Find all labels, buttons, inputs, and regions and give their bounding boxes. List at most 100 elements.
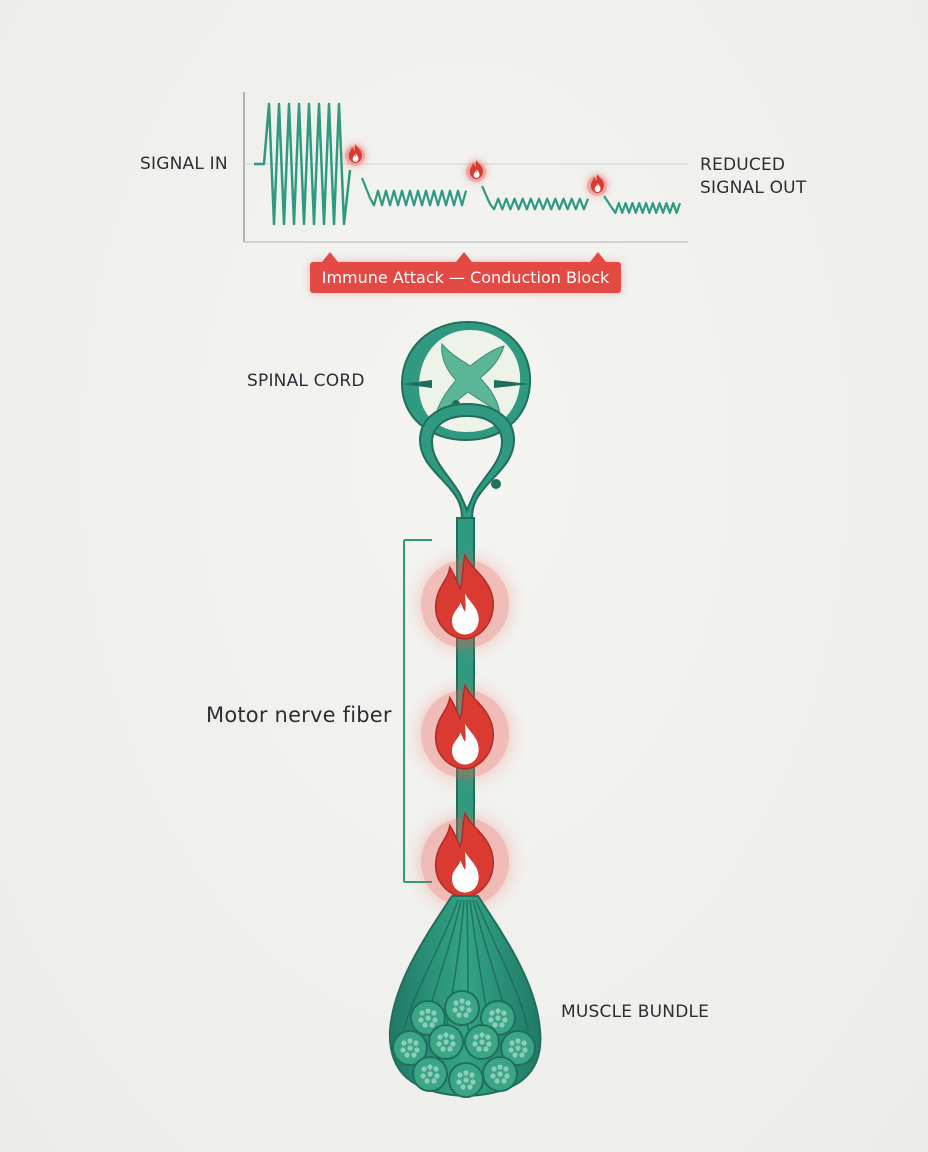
muscle-fiber-dot — [411, 1052, 417, 1058]
muscle-fiber-dot — [473, 1034, 479, 1040]
muscle-fiber-dot — [431, 1010, 437, 1016]
muscle-fiber-dot — [419, 1010, 425, 1016]
muscle-fiber-dot — [466, 1007, 472, 1013]
muscle-fiber-dot — [420, 1073, 426, 1079]
muscle-fiber-dot — [452, 1007, 458, 1013]
spinal-cord-fissure — [402, 380, 432, 388]
muscle-fiber-dot — [418, 1017, 424, 1023]
signal-input-waveform — [254, 102, 352, 226]
muscle-fiber-dot — [494, 1078, 500, 1084]
muscle-fiber-dot — [502, 1017, 508, 1023]
muscle-fascicles — [392, 990, 536, 1098]
muscle-fiber-dot — [437, 1034, 443, 1040]
muscle-fiber-dot — [443, 1039, 449, 1045]
muscle-fiber-dot — [456, 1079, 462, 1085]
muscle-fiber-dot — [413, 1040, 419, 1046]
signal-reduced-segment-1 — [360, 177, 468, 207]
muscle-fiber-dot — [456, 1012, 462, 1018]
muscle-fiber-dot — [509, 1040, 515, 1046]
muscle-fiber-dot — [486, 1041, 492, 1047]
muscle-fiber-dot — [479, 1039, 485, 1045]
muscle-fiber-dot — [459, 1005, 465, 1011]
immune-attack-banner: Immune Attack — Conduction Block — [310, 262, 621, 293]
muscle-fiber-dot — [472, 1041, 478, 1047]
muscle-fiber-dot — [469, 1072, 475, 1078]
muscle-bundle-label: MUSCLE BUNDLE — [561, 1002, 710, 1022]
muscle-fiber-dot — [497, 1064, 503, 1070]
block-marker-2 — [466, 160, 486, 182]
motor-nerve — [403, 402, 516, 909]
muscle-fiber-dot — [450, 1041, 456, 1047]
muscle-fiber-dot — [483, 1046, 489, 1052]
muscle-fiber-dot — [429, 1022, 435, 1028]
muscle-fiber-dot — [501, 1010, 507, 1016]
muscle-fiber-dot — [447, 1046, 453, 1052]
muscle-fiber-dot — [424, 1078, 430, 1084]
muscle-fiber-dot — [425, 1008, 431, 1014]
signal-in-label: SIGNAL IN — [140, 154, 228, 174]
muscle-fiber-dot — [422, 1022, 428, 1028]
muscle-fiber-dot — [427, 1064, 433, 1070]
muscle-fiber-dot — [460, 1084, 466, 1090]
muscle-fiber-dot — [421, 1066, 427, 1072]
block-marker-1 — [345, 144, 365, 166]
muscle-fiber-dot — [467, 1084, 473, 1090]
signal-out-line-2: SIGNAL OUT — [700, 178, 807, 198]
muscle-fiber-dot — [459, 998, 465, 1004]
muscle-fiber-dot — [495, 1015, 501, 1021]
nerve-fiber-label: Motor nerve fiber — [206, 703, 392, 727]
muscle-fiber-dot — [521, 1040, 527, 1046]
block-marker-3 — [587, 174, 607, 196]
triangle-pointer-icon — [590, 252, 606, 262]
muscle-fiber-dot — [432, 1017, 438, 1023]
muscle-fiber-dot — [449, 1034, 455, 1040]
muscle-fiber-dot — [427, 1071, 433, 1077]
muscle-fiber-dot — [470, 1079, 476, 1085]
muscle-fiber-dot — [463, 1077, 469, 1083]
muscle-fiber-dot — [400, 1047, 406, 1053]
muscle-fiber-dot — [443, 1032, 449, 1038]
muscle-fiber-dot — [489, 1010, 495, 1016]
spinal-cord-fissure-right — [494, 380, 530, 388]
triangle-pointer-icon — [322, 252, 338, 262]
muscle-fiber-dot — [463, 1012, 469, 1018]
muscle-fiber-dot — [404, 1052, 410, 1058]
muscle-fiber-dot — [425, 1015, 431, 1021]
muscle-fiber-dot — [515, 1038, 521, 1044]
signal-reduced-segment-3 — [603, 195, 682, 214]
signal-out-line-1: REDUCED — [700, 155, 786, 175]
attack-site-2 — [421, 684, 509, 778]
muscle-fiber-dot — [436, 1041, 442, 1047]
muscle-fiber-dot — [503, 1066, 509, 1072]
muscle-fiber-dot — [476, 1046, 482, 1052]
muscle-fiber-dot — [491, 1066, 497, 1072]
muscle-fiber-dot — [453, 1000, 459, 1006]
muscle-fiber-dot — [515, 1045, 521, 1051]
spinal-cord — [400, 320, 532, 442]
signal-chart — [243, 92, 688, 262]
dorsal-root-ganglion — [491, 479, 501, 489]
muscle-fiber-dot — [463, 1070, 469, 1076]
attack-site-3 — [421, 812, 509, 906]
signal-reduced-segment-2 — [480, 185, 590, 211]
muscle-fiber-dot — [499, 1022, 505, 1028]
muscle-fiber-dot — [457, 1072, 463, 1078]
muscle-fiber-dot — [465, 1000, 471, 1006]
muscle-fiber-dot — [501, 1078, 507, 1084]
muscle-fiber-dot — [508, 1047, 514, 1053]
muscle-fiber-dot — [492, 1022, 498, 1028]
muscle-fiber-dot — [479, 1032, 485, 1038]
muscle-fiber-dot — [431, 1078, 437, 1084]
attack-site-1 — [421, 554, 509, 648]
muscle-fiber-dot — [414, 1047, 420, 1053]
muscle-fiber-dot — [512, 1052, 518, 1058]
muscle-fiber-dot — [440, 1046, 446, 1052]
muscle-fiber-dot — [407, 1038, 413, 1044]
muscle-fiber-dot — [504, 1073, 510, 1079]
muscle-fiber-dot — [401, 1040, 407, 1046]
muscle-fiber-dot — [485, 1034, 491, 1040]
signal-out-label: REDUCED SIGNAL OUT — [700, 154, 806, 200]
muscle-fiber-dot — [407, 1045, 413, 1051]
muscle-fiber-dot — [497, 1071, 503, 1077]
